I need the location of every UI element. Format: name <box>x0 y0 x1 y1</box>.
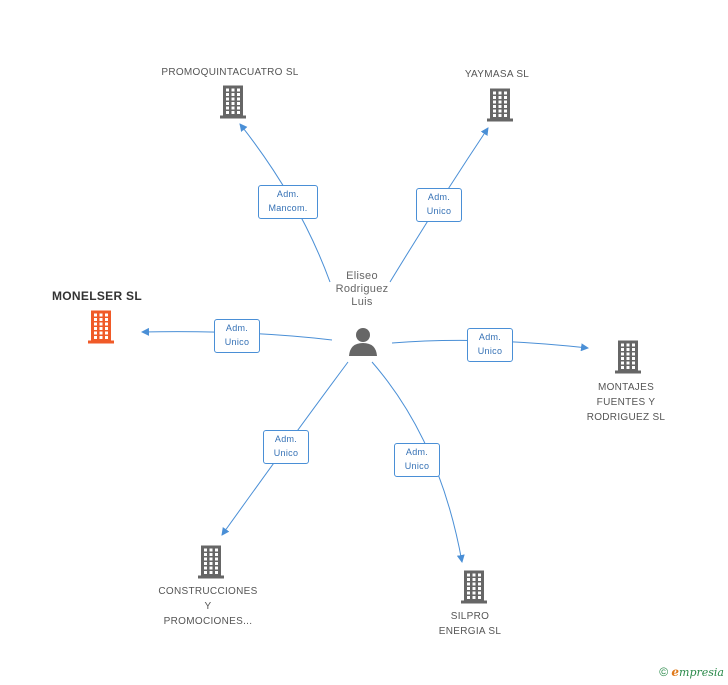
company-montajes-label-line: MONTAJES <box>597 382 655 393</box>
company-silpro-label[interactable]: SILPRO ENERGIA SL <box>420 609 520 639</box>
empresia-logo-icon: e <box>671 665 680 679</box>
company-yaymasa-label-line: YAYMASA SL <box>464 69 530 80</box>
relation-label-line: Unico <box>426 206 452 216</box>
company-silpro-label-line: SILPRO <box>450 611 490 622</box>
brand-name: mpresia <box>679 666 724 679</box>
company-yaymasa-building-icon[interactable] <box>487 88 513 122</box>
relation-label-line: Unico <box>477 346 503 356</box>
company-montajes-label-line: FUENTES Y <box>596 397 656 408</box>
center-person-name-line: Rodriguez <box>335 283 389 295</box>
company-promoquintacuatro-building-icon[interactable] <box>220 85 246 119</box>
company-silpro-building-icon[interactable] <box>461 570 487 604</box>
company-monelser-building-icon[interactable] <box>88 310 114 344</box>
relation-label-line: Unico <box>224 337 250 347</box>
company-yaymasa-label[interactable]: YAYMASA SL <box>442 67 552 82</box>
relation-label-line: Adm. <box>276 189 300 199</box>
company-construcciones-label-line: PROMOCIONES... <box>163 616 253 627</box>
relation-label-line: Adm. <box>405 447 429 457</box>
relation-label-line: Mancom. <box>268 203 308 213</box>
relation-label-line: Adm. <box>427 192 451 202</box>
company-promoquintacuatro-label-line: PROMOQUINTACUATRO SL <box>161 67 299 78</box>
company-promoquintacuatro-label[interactable]: PROMOQUINTACUATRO SL <box>145 65 315 80</box>
person-icon[interactable] <box>349 328 377 356</box>
copyright-symbol: © <box>659 665 669 679</box>
relation-label-line: Unico <box>273 448 299 458</box>
company-monelser-label-line: MONELSER SL <box>52 289 142 303</box>
company-silpro-label-line: ENERGIA SL <box>438 626 502 637</box>
company-montajes-label[interactable]: MONTAJES FUENTES Y RODRIGUEZ SL <box>566 380 686 425</box>
company-construcciones-building-icon[interactable] <box>198 545 224 579</box>
company-construcciones-label-line: Y <box>204 601 212 612</box>
relation-label-construcciones[interactable]: Adm. Unico <box>263 430 309 464</box>
center-person-name-line: Luis <box>351 296 373 308</box>
center-person-name-line: Eliseo <box>346 270 378 282</box>
company-montajes-building-icon[interactable] <box>615 340 641 374</box>
relation-label-yaymasa[interactable]: Adm. Unico <box>416 188 462 222</box>
relation-label-promoquintacuatro[interactable]: Adm. Mancom. <box>258 185 318 219</box>
relation-label-line: Adm. <box>274 434 298 444</box>
relation-label-line: Adm. <box>478 332 502 342</box>
footer-brand: © empresia <box>659 665 724 679</box>
relation-label-monelser[interactable]: Adm. Unico <box>214 319 260 353</box>
company-monelser-label[interactable]: MONELSER SL <box>42 289 152 304</box>
relation-label-silpro[interactable]: Adm. Unico <box>394 443 440 477</box>
relation-label-montajes[interactable]: Adm. Unico <box>467 328 513 362</box>
company-construcciones-label[interactable]: CONSTRUCCIONES Y PROMOCIONES... <box>143 584 273 629</box>
relation-label-line: Unico <box>404 461 430 471</box>
company-montajes-label-line: RODRIGUEZ SL <box>586 412 666 423</box>
company-construcciones-label-line: CONSTRUCCIONES <box>158 586 258 597</box>
relation-label-line: Adm. <box>225 323 249 333</box>
